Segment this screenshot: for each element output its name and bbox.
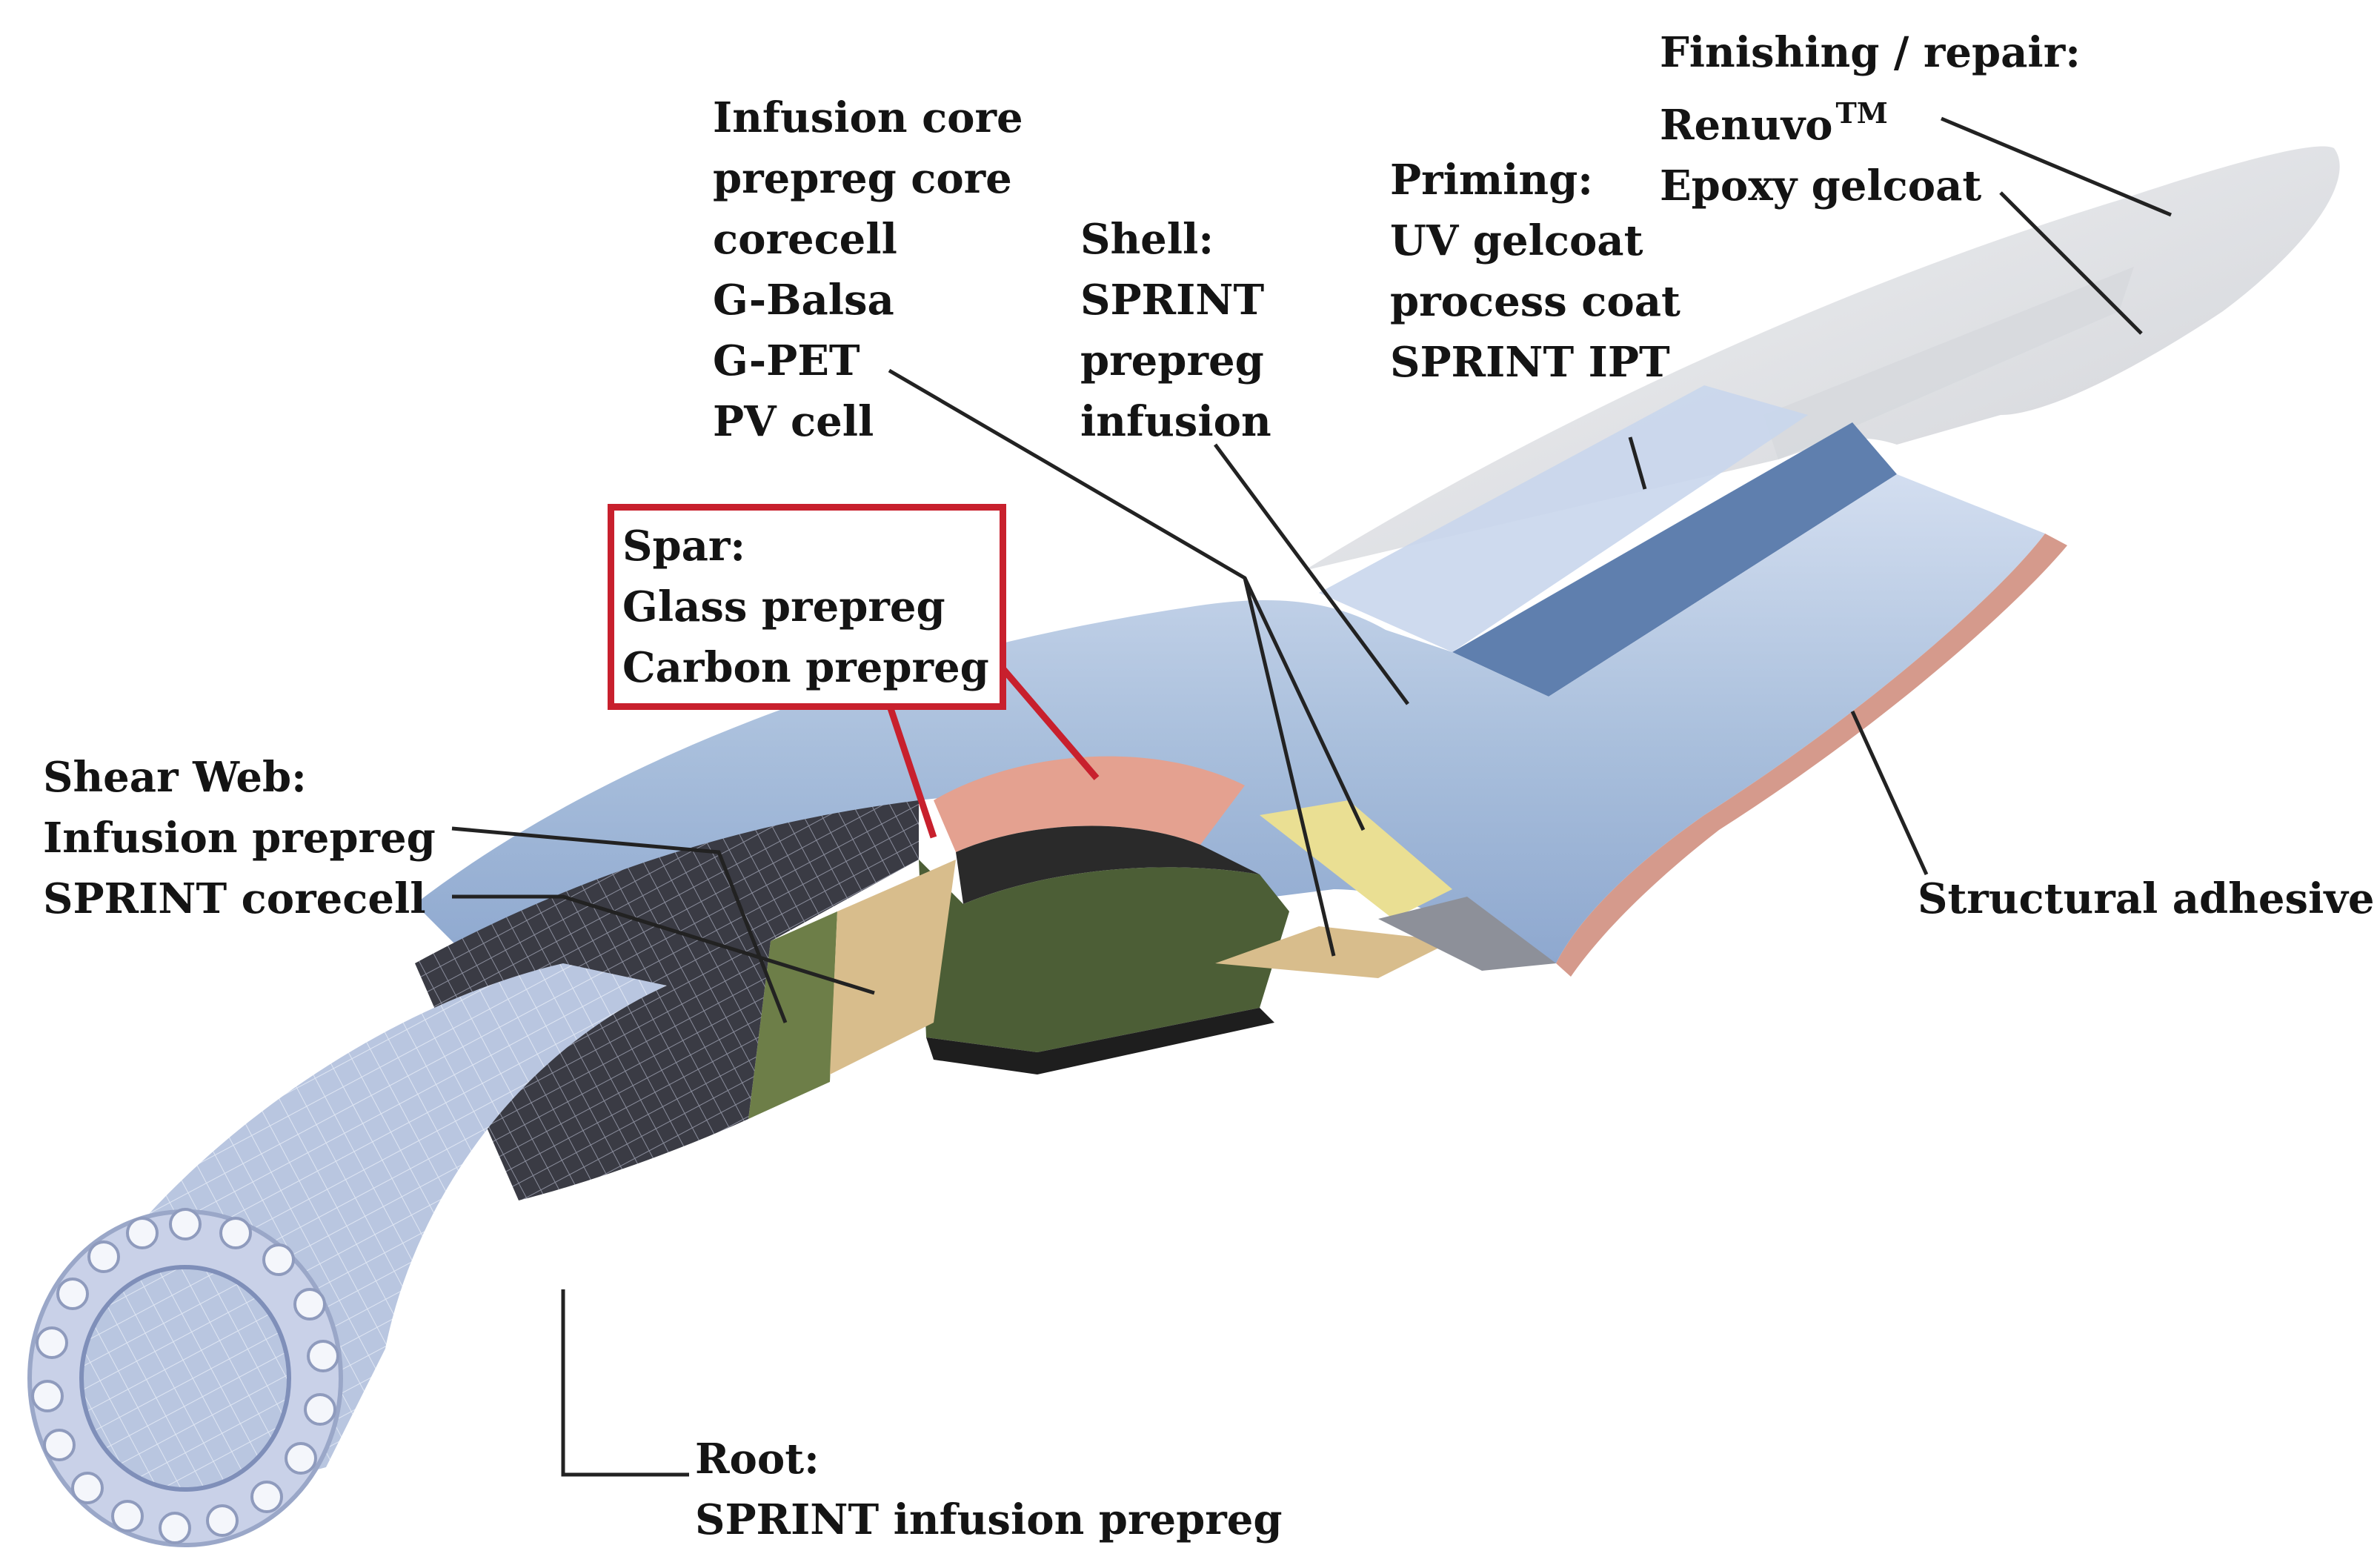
core-line-4: G-Balsa [713,276,894,325]
finishing-renuvo: Renuvo [1660,101,1833,150]
core-line-1: Infusion core [713,93,1023,142]
root-label: Root: SPRINT infusion prepreg [695,1429,1283,1550]
priming-band [1319,385,1897,697]
core-line-2: prepreg core [713,154,1012,203]
core-line-5: G-PET [713,336,860,385]
shear-web-line-2: SPRINT corecell [43,874,426,923]
priming-line-1: UV gelcoat [1390,216,1643,265]
priming-line-3: SPRINT IPT [1390,338,1670,387]
shear-web-label: Shear Web: Infusion prepreg SPRINT corec… [43,747,436,929]
trademark-mark: TM [1835,96,1888,130]
priming-label: Priming: UV gelcoat process coat SPRINT … [1390,150,1680,393]
shear-web-title: Shear Web: [43,753,307,802]
structural-adhesive-label: Structural adhesive [1918,868,2375,929]
leader-lines [451,116,2172,1477]
core-line-3: corecell [713,215,897,264]
shell-line-1: SPRINT [1080,276,1265,325]
shear-web-line-1: Infusion prepreg [43,814,436,863]
spar-line-2: Carbon prepreg [622,643,989,692]
root-line: SPRINT infusion prepreg [695,1495,1283,1544]
priming-title: Priming: [1390,156,1593,205]
inner-structure [748,756,1556,1119]
root-title: Root: [695,1435,820,1484]
shell-line-3: infusion [1080,397,1271,446]
mesh-sleeve [415,800,919,1200]
core-line-6: PV cell [713,397,874,446]
spar-title: Spar: [622,522,746,571]
priming-line-2: process coat [1390,277,1680,326]
shell-label: Shell: SPRINT prepreg infusion [1080,209,1271,452]
spar-label: Spar: Glass prepreg Carbon prepreg [622,516,989,698]
shell-line-2: prepreg [1080,336,1264,385]
spar-highlight-box [608,504,1006,710]
infusion-core-label: Infusion core prepreg core corecell G-Ba… [713,87,1023,452]
finishing-epoxy: Epoxy gelcoat [1660,162,1982,210]
shell [415,474,2067,977]
structural-adhesive-text: Structural adhesive [1918,874,2375,923]
spar-line-1: Glass prepreg [622,582,945,631]
finishing-title: Finishing / repair: [1660,28,2081,77]
shell-title: Shell: [1080,215,1214,264]
root-cylinder [27,963,667,1547]
